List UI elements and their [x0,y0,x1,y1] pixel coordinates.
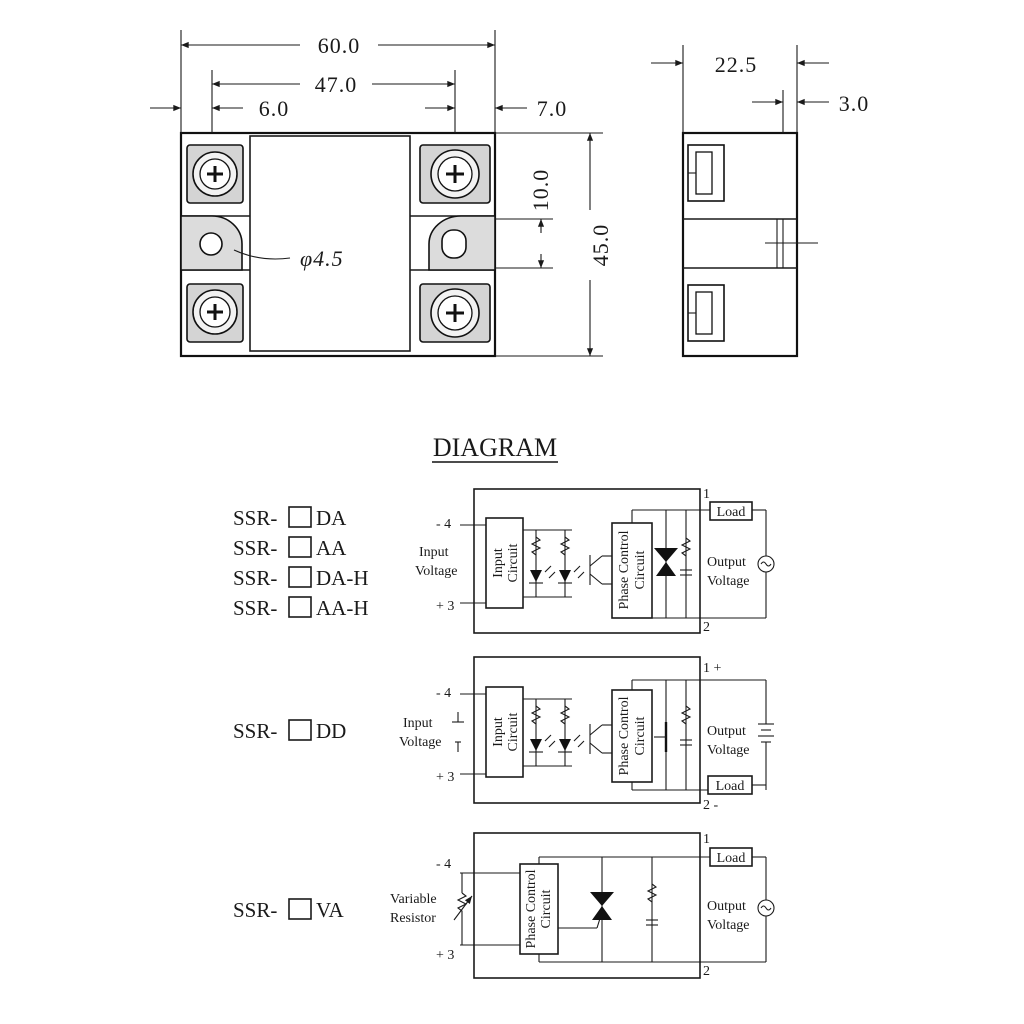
svg-text:- 4: - 4 [436,686,451,701]
svg-text:SSR-: SSR- [233,596,277,620]
dim-slot-height: 10.0 [528,169,553,212]
svg-text:Circuit: Circuit [539,889,554,928]
terminal-screw-2 [419,283,491,343]
model-aa-h: AA-H [316,596,369,620]
model-da: DA [316,506,347,530]
terminal-screw-3 [186,283,244,343]
svg-text:Circuit: Circuit [633,716,648,755]
svg-text:Phase Control: Phase Control [617,696,632,775]
svg-text:Load: Load [716,779,745,794]
dim-mount-pitch: 47.0 [315,72,358,97]
svg-text:2: 2 [703,964,710,979]
diagram-title: DIAGRAM [433,433,557,462]
model-list-3: SSR- VA [233,898,344,922]
svg-text:Voltage: Voltage [707,574,750,589]
dim-height-total: 45.0 [588,224,613,267]
terminal-screw-4 [186,144,244,204]
svg-text:Voltage: Voltage [707,743,750,758]
svg-text:Voltage: Voltage [399,735,442,750]
circuit-diagram-variable: - 4 + 3 Variable Resistor Phase Control … [390,832,775,979]
load-box [709,501,753,521]
svg-text:1 +: 1 + [703,661,722,676]
svg-text:Output: Output [707,555,746,570]
svg-text:Voltage: Voltage [707,918,750,933]
svg-text:Resistor: Resistor [390,911,436,926]
svg-text:Output: Output [707,899,746,914]
svg-text:Input: Input [491,717,506,747]
side-body-outline [681,131,799,358]
dim-terminal-depth: 3.0 [839,91,870,116]
model-da-h: DA-H [316,566,369,590]
svg-text:- 4: - 4 [436,857,451,872]
svg-text:1: 1 [703,487,710,502]
svg-text:+ 3: + 3 [436,770,454,785]
svg-text:2 -: 2 - [703,798,719,813]
label-area [249,135,411,352]
svg-text:Input: Input [419,545,449,560]
mount-slot-right [441,229,467,259]
side-terminal-bottom [687,284,725,342]
input-circuit-block-dc [485,686,524,778]
dim-width-total: 60.0 [318,33,361,58]
svg-text:SSR-: SSR- [233,536,277,560]
front-view: 60.0 47.0 6.0 7.0 45.0 10.0 φ4.5 [150,30,613,358]
svg-text:Output: Output [707,724,746,739]
circuit-diagram-dc: - 4 + 3 Input Voltage Input Circuit Phas… [399,656,774,813]
circuit-diagram-ac: - 4 + 3 Input Voltage Input Circuit Phas… [415,487,775,635]
dim-depth: 22.5 [715,52,758,77]
svg-text:+ 3: + 3 [436,599,454,614]
svg-text:Load: Load [717,851,746,866]
svg-text:Voltage: Voltage [415,564,458,579]
svg-text:SSR-: SSR- [233,506,277,530]
terminal-screw-1 [419,144,491,204]
svg-text:Circuit: Circuit [633,550,648,589]
svg-text:Input: Input [403,716,433,731]
svg-text:SSR-: SSR- [233,566,277,590]
svg-text:SSR-: SSR- [233,719,277,743]
side-view: 22.5 3.0 [651,45,870,358]
svg-text:Phase Control: Phase Control [524,869,539,948]
model-dd: DD [316,719,346,743]
svg-text:Load: Load [717,505,746,520]
svg-text:Variable: Variable [390,892,437,907]
svg-text:1: 1 [703,832,710,847]
svg-text:Phase Control: Phase Control [617,530,632,609]
svg-text:SSR-: SSR- [233,898,277,922]
dim-left-offset: 6.0 [259,96,290,121]
svg-text:+ 3: + 3 [436,948,454,963]
side-terminal-top [687,144,725,202]
input-circuit-block [485,517,524,609]
model-list-2: SSR- DD [233,719,346,743]
svg-text:2: 2 [703,620,710,635]
svg-text:Circuit: Circuit [506,543,521,582]
mount-hole-left [199,232,223,256]
dim-right-offset: 7.0 [537,96,568,121]
svg-text:Circuit: Circuit [506,712,521,751]
model-aa: AA [316,536,347,560]
svg-text:- 4: - 4 [436,517,451,532]
model-va: VA [316,898,344,922]
dim-hole-diameter: φ4.5 [300,246,344,271]
model-list-1: SSR- DA SSR- AA SSR- DA-H SSR- AA-H [233,506,369,620]
svg-text:Input: Input [491,548,506,578]
